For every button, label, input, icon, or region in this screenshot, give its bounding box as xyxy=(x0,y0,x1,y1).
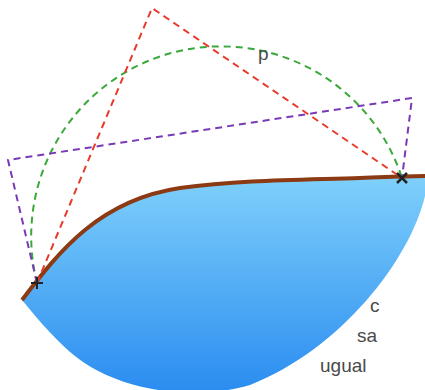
purple-rectangle xyxy=(8,98,412,283)
green-arc xyxy=(31,46,402,283)
text-fragment: sa xyxy=(357,326,377,345)
red-triangle xyxy=(37,8,402,283)
text-fragment: ugual xyxy=(320,356,367,375)
cross-marker xyxy=(397,173,407,183)
water-region xyxy=(22,176,425,390)
cross-marker xyxy=(31,277,43,289)
text-fragment: p xyxy=(258,44,269,63)
text-fragment: c xyxy=(370,296,380,315)
shore-curve xyxy=(22,176,425,300)
